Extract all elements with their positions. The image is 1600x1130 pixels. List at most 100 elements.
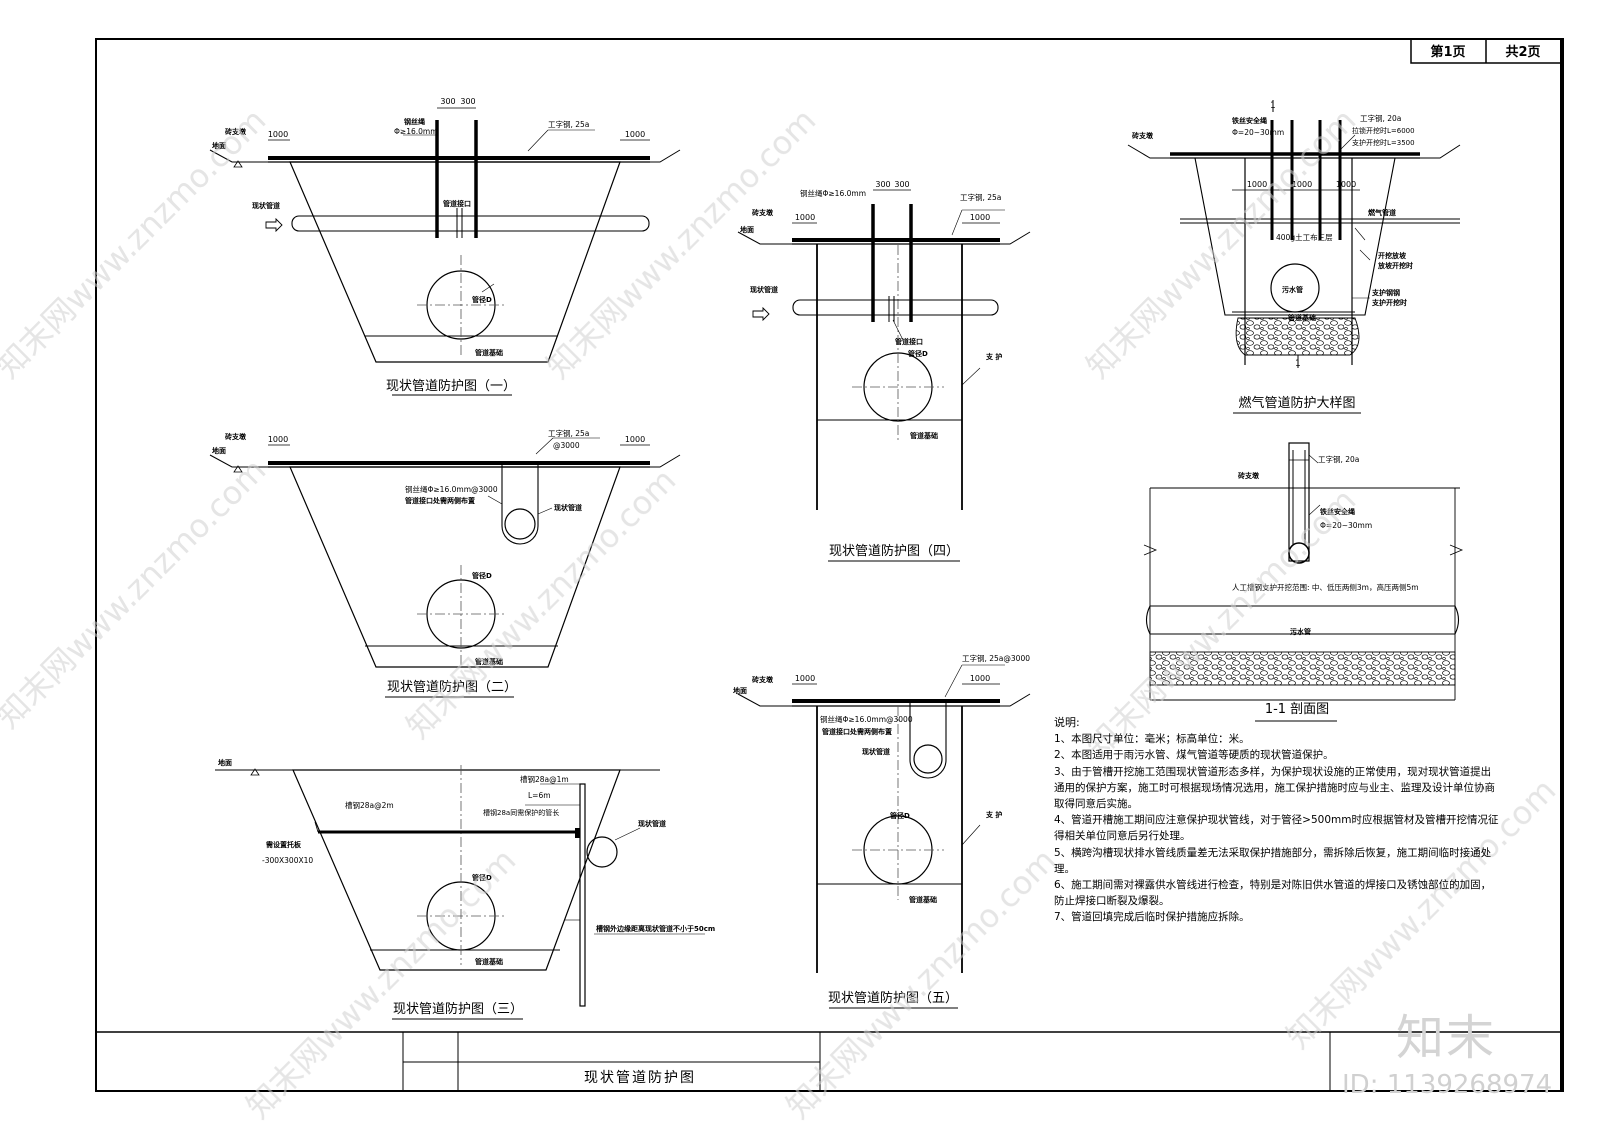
fig3-base-label: 管道基础 [475,957,503,966]
fig3-channel-mid: 槽钢28a@2m [345,800,394,810]
fig2-ibeam-spacing: @3000 [553,441,580,450]
gas-sup2: 支护开挖时 [1371,298,1407,307]
section-1-1: 砖支墩 工字钢, 20a 铁丝安全绳 Φ=20~30mm 人工槽钢支护开挖范围:… [1143,442,1464,722]
fig1-dim-left: 1000 [268,130,288,139]
note-item-7: 7、管道回填完成后临时保护措施应拆除。 [1054,911,1250,924]
fig5-dim-left: 1000 [795,674,815,683]
fig3-dia-label: 管径D [472,873,492,882]
gas-sewer-label: 污水管 [1282,285,1303,294]
gas-rope-label: 铁丝安全绳 [1232,116,1267,125]
fig2-rope-note: 管道接口处需两侧布置 [405,496,475,505]
fig1-dim-300a: 300 [440,97,455,106]
watermark-text-7: 知末网www.znzmo.com [239,841,524,1126]
gas-brick-label: 砖支墩 [1132,131,1154,140]
fig5-ground-label: 地面 [733,686,747,695]
fig4-dim-300b: 300 [894,180,909,189]
fig3-ground-label: 地面 [218,758,232,767]
fig5-base-label: 管道基础 [909,895,937,904]
fig4-brick-label: 砖支墩 [752,208,774,217]
fig1-rope-label: 钢丝绳 [404,117,425,126]
fig5-rope-spec: 钢丝绳Φ≥16.0mm@3000 [820,714,913,724]
fig3-plate-spec: -300X300X10 [262,856,313,865]
note-item-2: 2、本图适用于雨污水管、煤气管道等硬质的现状管道保护。 [1054,749,1334,762]
drawing-title: 现状管道防护图 [584,1070,696,1086]
total-pages: 共2页 [1505,44,1540,60]
notes-title: 说明: [1054,716,1080,729]
gas-rope-spec: Φ=20~30mm [1232,128,1284,137]
fig5-support-label: 支 护 [985,810,1002,819]
fig1-dia-label: 管径D [472,295,492,304]
gas-mark-bottom: 1 [1295,359,1301,369]
title-block: 现状管道防护图 [96,1031,1561,1091]
gas-title: 燃气管道防护大样图 [1238,395,1355,411]
fig2-pipe-label: 现状管道 [554,503,582,512]
s11-ibeam-label: 工字钢, 20a [1318,454,1359,464]
figure-3: 地面 槽钢28a@1m L=6m 槽钢28a@2m 槽钢28a同需保护的管长 需… [215,758,715,1020]
fig2-dim-right: 1000 [625,435,645,444]
fig2-dia-label: 管径D [472,571,492,580]
gas-ibeam-label: 工字钢, 20a [1360,113,1401,123]
s11-brick-label: 砖支墩 [1238,471,1260,480]
fig1-rope-spec: Φ≥16.0mm [394,127,438,136]
note-item-6: 6、施工期间需对裸露供水管线进行检查，特别是对陈旧供水管道的焊接口及锈蚀部位的加… [1054,879,1492,908]
s11-range: 人工槽钢支护开挖范围: 中、低压两侧3m，高压两侧5m [1232,582,1419,592]
page-counter: 第1页 共2页 [1410,38,1562,64]
fig3-channel-pipe: 槽钢28a同需保护的管长 [483,808,559,817]
fig1-base-label: 管道基础 [475,348,503,357]
fig1-title: 现状管道防护图（一） [386,378,516,394]
watermark-layer: 知末网www.znzmo.com 知末网www.znzmo.com 知末网www… [0,101,1563,1126]
gas-d2: 1000 [1292,180,1312,189]
gas-base-label: 管道基础 [1288,313,1316,322]
fig3-note: 槽钢外边缘距离现状管道不小于50cm [596,924,715,933]
watermark-text-4: 知末网www.znzmo.com [0,451,273,736]
fig4-rope-spec: 钢丝绳Φ≥16.0mm [800,188,866,198]
gas-detail: 砖支墩 铁丝安全绳 Φ=20~30mm 工字钢, 20a 拉锁开挖时L=6000… [1127,100,1461,414]
note-item-1: 1、本图尺寸单位：毫米；标高单位：米。 [1054,733,1250,746]
fig5-ibeam-label: 工字钢, 25a@3000 [962,653,1030,663]
figure-1: 300 300 1000 1000 砖支墩 地面 钢丝绳 Φ≥16.0mm 工字… [209,97,681,396]
image-id: ID: 1139268974 [1342,1070,1553,1100]
fig1-pipe-label: 现状管道 [252,201,280,210]
note-item-4: 4、管道开槽施工期间应注意保护现状管线，对于管径>500mm时应根据管材及管槽开… [1054,814,1499,843]
fig2-title: 现状管道防护图（二） [387,679,517,695]
gas-layer-label: 400g土工布三层 [1276,232,1333,242]
fig2-dim-left: 1000 [268,435,288,444]
fig1-brick-label: 砖支墩 [225,127,247,136]
gas-d3: 1000 [1336,180,1356,189]
fig5-pipe-label: 现状管道 [862,747,890,756]
watermark-text-2: 知末网www.znzmo.com [539,101,824,386]
fig1-ground-label: 地面 [212,141,226,150]
s11-sewer-label: 污水管 [1290,627,1311,636]
fig4-pipe-label: 现状管道 [750,285,778,294]
fig1-dim-right: 1000 [625,130,645,139]
gas-d1: 1000 [1247,180,1267,189]
fig5-brick-label: 砖支墩 [752,675,774,684]
figure-5: 工字钢, 25a@3000 1000 1000 砖支墩 地面 钢丝绳Φ≥16.0… [733,653,1031,1009]
fig3-length: L=6m [528,791,551,800]
fig4-joint-label: 管道接口 [895,337,923,346]
fig4-dim-300a: 300 [875,180,890,189]
gas-dig2: 放坡开挖时 [1377,261,1413,270]
fig4-dim-right: 1000 [970,213,990,222]
s11-rope-spec: Φ=20~30mm [1320,521,1372,530]
fig4-base-label: 管道基础 [910,431,938,440]
fig2-ground-label: 地面 [212,446,226,455]
fig2-rope-spec: 钢丝绳Φ≥16.0mm@3000 [405,484,498,494]
fig4-support-label: 支 护 [985,352,1002,361]
fig4-ground-label: 地面 [740,225,754,234]
watermark-text-1: 知末网www.znzmo.com [0,101,273,386]
page-number: 第1页 [1430,44,1465,60]
fig2-base-label: 管道基础 [475,657,503,666]
s11-rope-label: 铁丝安全绳 [1320,507,1355,516]
figure-4: 300 300 1000 1000 钢丝绳Φ≥16.0mm 工字钢, 25a 砖… [737,180,1031,562]
watermark-logo: 知末 [1396,1010,1497,1066]
fig4-dim-left: 1000 [795,213,815,222]
fig1-dim-300b: 300 [460,97,475,106]
notes-block: 说明: 1、本图尺寸单位：毫米；标高单位：米。 2、本图适用于雨污水管、煤气管道… [1054,715,1499,926]
fig5-dim-right: 1000 [970,674,990,683]
fig2-ibeam-label: 工字钢, 25a [548,428,589,438]
fig3-pipe-label: 现状管道 [638,819,666,828]
gas-dig1: 开挖放坡 [1378,251,1407,260]
gas-sup1: 支护钢钢 [1371,288,1400,297]
gas-spec2: 支护开挖时L=3500 [1352,138,1415,147]
